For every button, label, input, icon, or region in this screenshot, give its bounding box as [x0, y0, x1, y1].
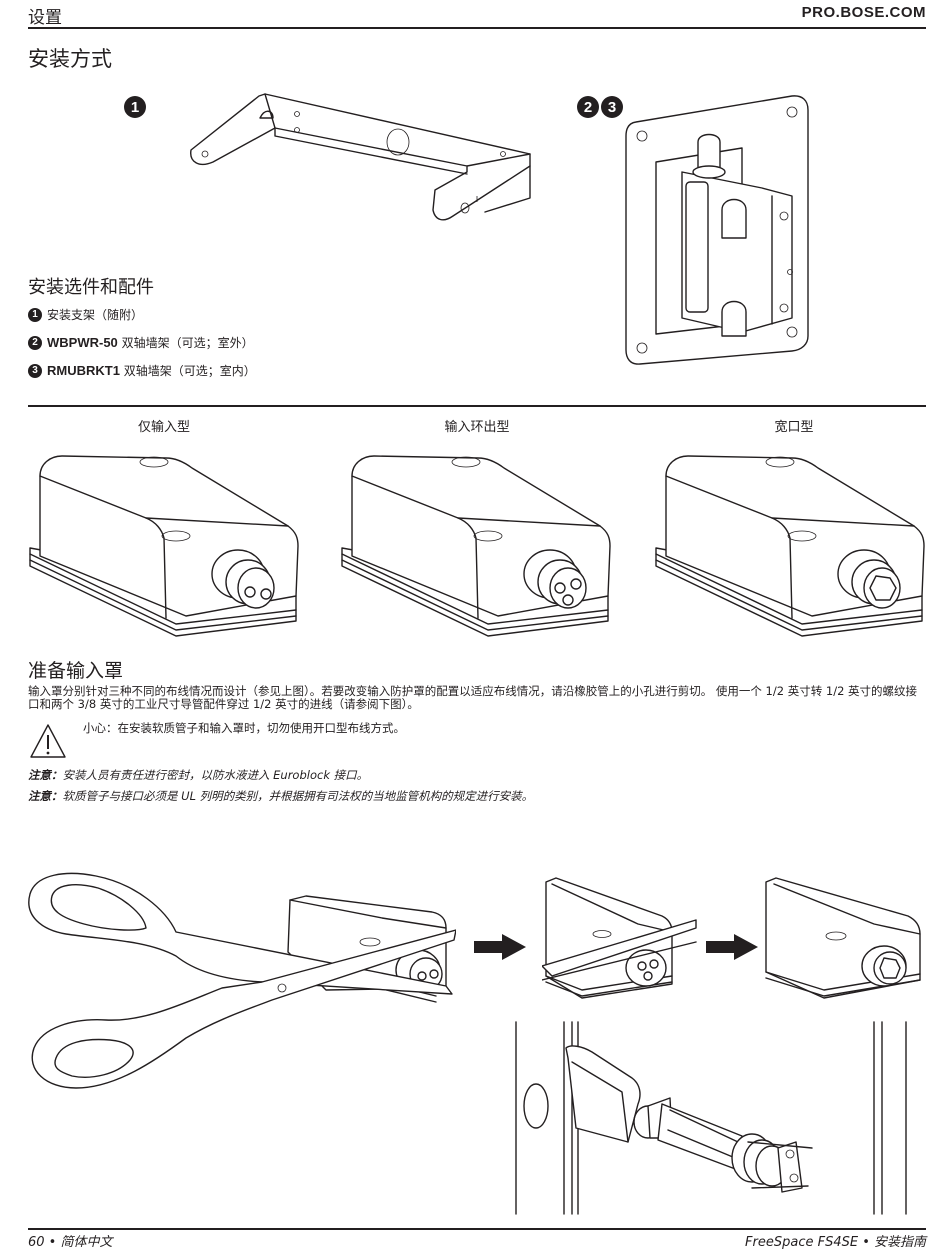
option-text: 双轴墙架（可选；室外） — [117, 336, 254, 350]
footer-rule — [28, 1228, 926, 1230]
conduit-installation-illustration — [515, 1021, 907, 1215]
page-number: 60 • 简体中文 — [28, 1235, 113, 1250]
option-item-2: 2 WBPWR-50 双轴墙架（可选；室外） — [28, 334, 254, 351]
figure-badge-2-3: 2 3 — [577, 96, 623, 118]
caution-icon — [30, 724, 66, 758]
cover-label-wide-opening: 宽口型 — [774, 420, 814, 435]
option-text: 安装支架（随附） — [47, 308, 144, 322]
section-header: 设置 — [28, 8, 62, 28]
option-model: WBPWR-50 — [47, 335, 118, 350]
section-rule — [28, 405, 926, 407]
cover-label-loop-through: 输入环出型 — [444, 420, 510, 435]
arrow-right-icon — [706, 934, 758, 960]
input-cover-loop-through — [341, 455, 611, 637]
note-2: 注意：软质管子与接口必须是 UL 列明的类别，并根据拥有司法权的当地监管机构的规… — [28, 789, 534, 803]
mounting-bracket-illustration — [190, 93, 531, 221]
cover-label-input-only: 仅输入型 — [137, 420, 190, 435]
prepare-paragraph: 输入罩分别针对三种不同的布线情况而设计（参见上图）。若要改变输入防护罩的配置以适… — [28, 684, 918, 711]
prepare-title: 准备输入罩 — [28, 660, 124, 682]
header-rule — [28, 27, 926, 29]
document-title: FreeSpace FS4SE • 安装指南 — [745, 1235, 926, 1250]
site-url: PRO.BOSE.COM — [801, 4, 926, 21]
option-item-1: 1 安装支架（随附） — [28, 306, 143, 323]
opened-cover-illustration — [765, 877, 921, 999]
input-cover-input-only — [29, 455, 299, 637]
figure-badge-1: 1 — [124, 96, 146, 118]
caution-text: 小心：在安装软质管子和输入罩时，切勿使用开口型布线方式。 — [83, 721, 405, 735]
page-title: 安装方式 — [28, 47, 112, 71]
option-model: RMUBRKT1 — [47, 363, 120, 378]
note-1: 注意：安装人员有责任进行密封，以防水液进入 Euroblock 接口。 — [28, 768, 369, 782]
wall-bracket-illustration — [625, 95, 809, 365]
input-cover-wide-opening — [655, 455, 925, 637]
option-item-3: 3 RMUBRKT1 双轴墙架（可选；室内） — [28, 362, 256, 379]
scissors-cutting-illustration — [28, 872, 456, 1089]
arrow-right-icon — [474, 934, 526, 960]
option-text: 双轴墙架（可选；室内） — [119, 364, 256, 378]
cut-cover-illustration — [542, 877, 697, 999]
options-title: 安装选件和配件 — [28, 277, 154, 298]
